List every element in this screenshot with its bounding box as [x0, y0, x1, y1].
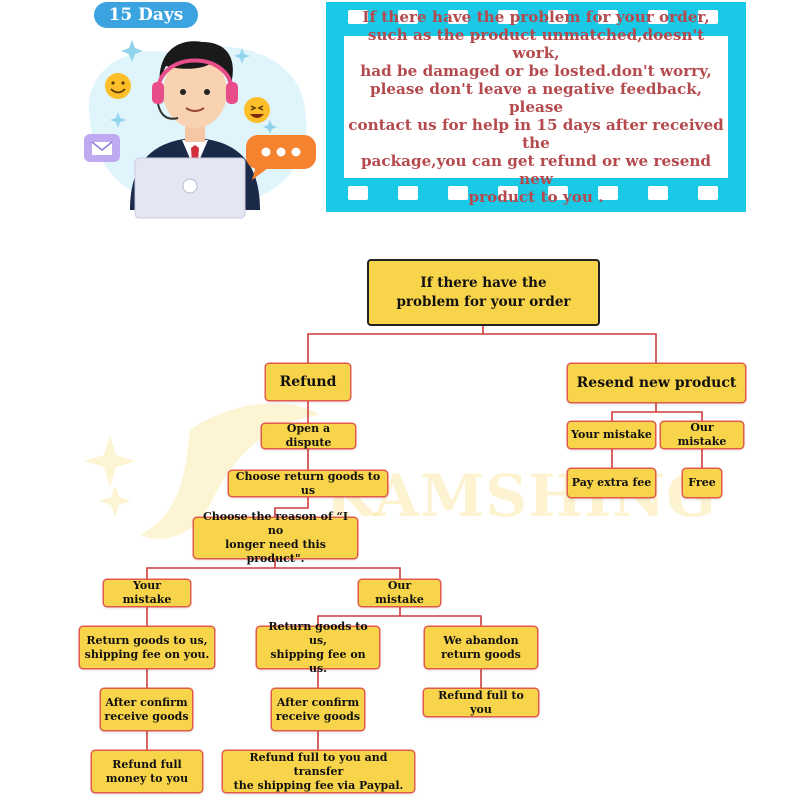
film-sprocket-hole [498, 186, 518, 200]
node-your-return-goods: Return goods to us, shipping fee on you. [80, 627, 214, 668]
connector-root [307, 324, 657, 364]
connector-our-mistake [317, 606, 482, 627]
smiley-emoji-icon [105, 73, 131, 99]
film-sprocket-hole [548, 10, 568, 24]
chat-bubble-icon [246, 135, 316, 180]
notice-panel: If there have the problem for your order… [344, 8, 728, 206]
node-our-refund: Refund full to you and transfer the ship… [223, 751, 414, 792]
node-our-return-goods: Return goods to us, shipping fee on us. [257, 620, 379, 675]
connector-reason [146, 558, 401, 580]
film-sprocket-hole [498, 10, 518, 24]
film-sprocket-hole [598, 10, 618, 24]
film-sprocket-hole [348, 10, 368, 24]
node-refund: Refund [266, 364, 350, 400]
days-badge: 15 Days [94, 2, 198, 28]
node-your-after-confirm: After confirm receive goods [101, 689, 192, 730]
headset-icon [156, 58, 234, 93]
film-sprocket-hole [398, 186, 418, 200]
node-your-refund: Refund full money to you [92, 751, 202, 792]
film-sprocket-hole [648, 10, 668, 24]
node-abandon-return: We abandon return goods [425, 627, 537, 668]
node-resend-our-mistake: Our mistake [661, 421, 743, 448]
notice-text: If there have the problem for your order… [348, 8, 724, 206]
node-root: If there have the problem for your order [369, 261, 598, 324]
connector-resend [611, 402, 703, 422]
customer-support-illustration [84, 40, 316, 219]
film-sprocket-hole [698, 10, 718, 24]
node-our-after-confirm: After confirm receive goods [272, 689, 364, 730]
film-sprocket-hole [548, 186, 568, 200]
film-sprocket-hole [398, 10, 418, 24]
node-resend-your-mistake: Your mistake [568, 422, 655, 448]
film-sprocket-hole [448, 186, 468, 200]
film-sprocket-hole [348, 186, 368, 200]
sparkle-icons [110, 40, 277, 134]
node-our-mistake: Our mistake [359, 579, 440, 606]
connector-return [274, 496, 309, 518]
film-strip-notice: If there have the problem for your order… [326, 2, 746, 212]
laughing-emoji-icon [244, 97, 270, 123]
node-choose-reason: Choose the reason of “I no longer need t… [194, 510, 357, 565]
node-your-mistake: Your mistake [104, 579, 190, 606]
film-sprocket-hole [598, 186, 618, 200]
agent-face [163, 56, 227, 128]
node-open-dispute: Open a dispute [262, 422, 355, 449]
node-choose-return: Choose return goods to us [229, 470, 387, 497]
node-abandon-refund: Refund full to you [424, 689, 538, 716]
film-sprocket-hole [698, 186, 718, 200]
email-card-icon [84, 134, 120, 162]
node-pay-extra-fee: Pay extra fee [568, 469, 655, 497]
node-free: Free [683, 469, 721, 497]
film-sprocket-hole [648, 186, 668, 200]
node-resend: Resend new product [568, 364, 745, 402]
film-sprocket-hole [448, 10, 468, 24]
agent-hair [159, 41, 233, 88]
